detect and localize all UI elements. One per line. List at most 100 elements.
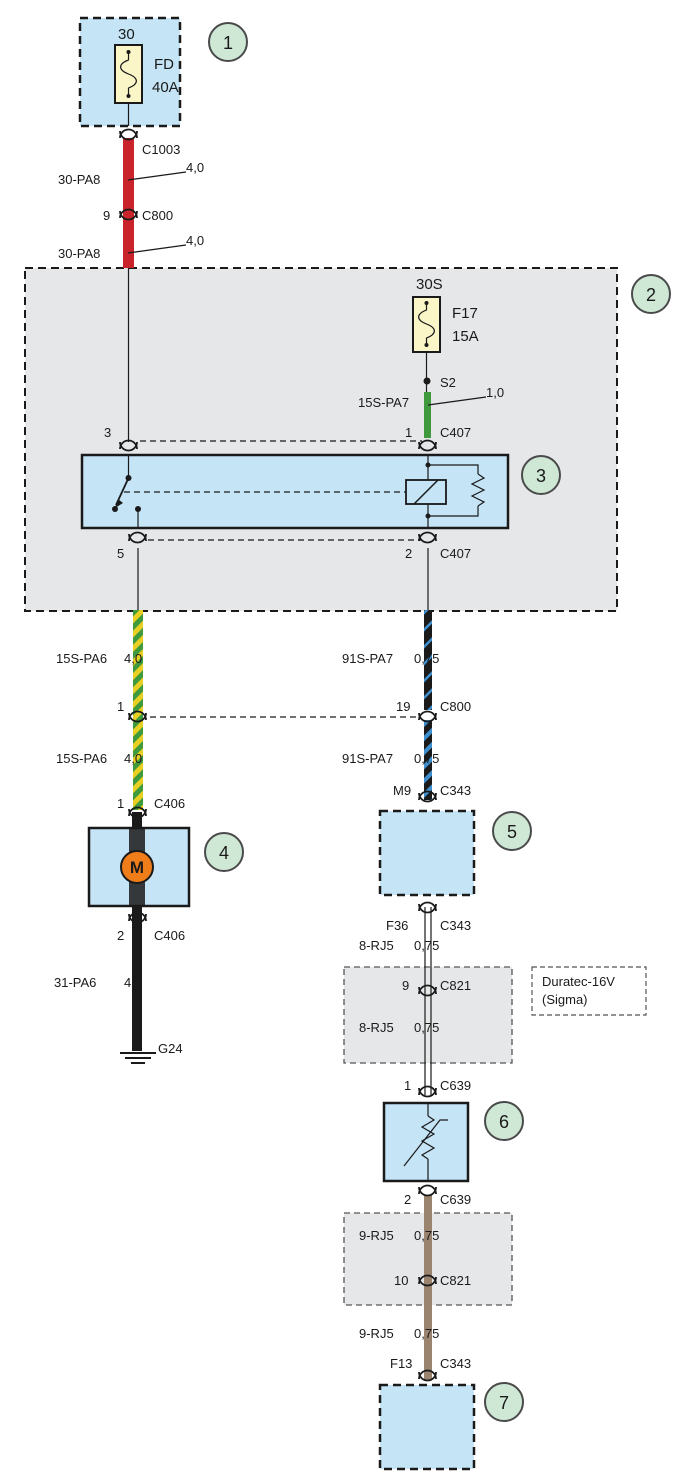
c639-bottom-pin: 2 <box>404 1192 411 1207</box>
c343-bottom-pin: F13 <box>390 1356 412 1371</box>
c800-top-pin: 9 <box>103 208 110 223</box>
c800-left-pin: 1 <box>117 699 124 714</box>
c639-top-pin: 1 <box>404 1078 411 1093</box>
svg-text:5: 5 <box>507 822 517 842</box>
svg-text:3: 3 <box>536 466 546 486</box>
wire-1-gauge: 4,0 <box>186 160 204 175</box>
wire-4-gauge: 4,0 <box>124 651 142 666</box>
c639-top-label: C639 <box>440 1078 471 1093</box>
wire-5-code: 15S-PA6 <box>56 751 107 766</box>
c1003-label: C1003 <box>142 142 180 157</box>
wire-red-feed <box>123 138 134 268</box>
sensor-box <box>382 1101 470 1183</box>
c1-terminal: 30 <box>118 26 135 43</box>
connector-symbols <box>119 128 437 1382</box>
wire-11-code: 9-RJ5 <box>359 1228 394 1243</box>
c343-mid-pin: F36 <box>386 918 408 933</box>
relay-resistor <box>470 473 486 507</box>
wire-7-gauge: 0,75 <box>414 651 439 666</box>
wire-12-gauge: 0,75 <box>414 1326 439 1341</box>
c406-top-label: C406 <box>154 796 185 811</box>
c406-bottom-pin: 2 <box>117 928 124 943</box>
c343-top-pin: M9 <box>393 783 411 798</box>
wire-green-15s <box>424 392 431 438</box>
variant-zone-top <box>343 966 513 1064</box>
badge-5: 5 <box>492 811 532 851</box>
splice-s2-dot <box>423 377 431 385</box>
c343-bottom-label: C343 <box>440 1356 471 1371</box>
c800-right-label: C800 <box>440 699 471 714</box>
svg-text:6: 6 <box>499 1112 509 1132</box>
component-5-box <box>378 809 476 897</box>
c800-top-label: C800 <box>142 208 173 223</box>
wire-5-gauge: 4,0 <box>124 751 142 766</box>
c1-fuse-rating: 40A <box>152 79 179 96</box>
svg-text:4: 4 <box>219 843 229 863</box>
variant-note-box <box>531 966 647 1016</box>
variant-note-line2: (Sigma) <box>542 992 588 1007</box>
c2-fuse-rating: 15A <box>452 328 479 345</box>
c407-pin-2: 2 <box>405 546 412 561</box>
component-7-box <box>378 1383 476 1471</box>
badge-3: 3 <box>521 455 561 495</box>
wire-3-gauge: 1,0 <box>486 385 504 400</box>
c406-top-pin: 1 <box>117 796 124 811</box>
c821-bottom-label: C821 <box>440 1273 471 1288</box>
c343-top-label: C343 <box>440 783 471 798</box>
c821-bottom-pin: 10 <box>394 1273 408 1288</box>
wire-2-code: 30-PA8 <box>58 246 100 261</box>
wire-12-code: 9-RJ5 <box>359 1326 394 1341</box>
ground-name: G24 <box>158 1041 183 1056</box>
wire-2-gauge: 4,0 <box>186 233 204 248</box>
badge-4: 4 <box>204 832 244 872</box>
wire-9-gauge: 0,75 <box>414 938 439 953</box>
svg-text:7: 7 <box>499 1393 509 1413</box>
wire-4-code: 15S-PA6 <box>56 651 107 666</box>
wire-6-gauge: 4,0 <box>124 975 142 990</box>
c1-fuse-name: FD <box>154 56 174 73</box>
wire-3-code: 15S-PA7 <box>358 395 409 410</box>
gauge-leaders <box>127 171 487 406</box>
wire-10-code: 8-RJ5 <box>359 1020 394 1035</box>
relay-pin-3: 3 <box>104 425 111 440</box>
splice-s2-label: S2 <box>440 375 456 390</box>
fuse-box-zone <box>24 267 618 612</box>
c407-bottom-label: C407 <box>440 546 471 561</box>
wire-8-gauge: 0,75 <box>414 751 439 766</box>
wire-11-gauge: 0,75 <box>414 1228 439 1243</box>
c2-terminal: 30S <box>416 276 443 293</box>
c343-mid-label: C343 <box>440 918 471 933</box>
c821-top-pin: 9 <box>402 978 409 993</box>
c821-top-label: C821 <box>440 978 471 993</box>
fuse-fd-element <box>120 52 137 96</box>
svg-text:2: 2 <box>646 285 656 305</box>
wire-9-code: 8-RJ5 <box>359 938 394 953</box>
c406-bottom-label: C406 <box>154 928 185 943</box>
svg-text:1: 1 <box>223 33 233 53</box>
wire-8-code: 91S-PA7 <box>342 751 393 766</box>
wire-6-code: 31-PA6 <box>54 975 96 990</box>
thermistor-arrow <box>403 1119 448 1167</box>
motor-symbol: M <box>130 858 144 877</box>
c2-fuse-name: F17 <box>452 305 478 322</box>
wire-brown <box>424 1195 432 1380</box>
relay-pin-5: 5 <box>117 546 124 561</box>
wire-7-code: 91S-PA7 <box>342 651 393 666</box>
wire-black-ground <box>132 918 142 1051</box>
thermistor-icon <box>420 1115 436 1160</box>
badge-6: 6 <box>484 1101 524 1141</box>
fuse-f17-element <box>418 303 435 345</box>
c407-pin-1: 1 <box>405 425 412 440</box>
wire-black-blue-lower <box>424 720 432 800</box>
c407-top-label: C407 <box>440 425 471 440</box>
motor-icon <box>120 850 154 884</box>
badge-7: 7 <box>484 1382 524 1422</box>
wire-black-blue-upper <box>424 610 432 710</box>
badge-1: 1 <box>208 22 248 62</box>
badge-2: 2 <box>631 274 671 314</box>
wire-green-yellow <box>133 610 143 810</box>
c800-right-pin: 19 <box>396 699 410 714</box>
c639-bottom-label: C639 <box>440 1192 471 1207</box>
wire-1-code: 30-PA8 <box>58 172 100 187</box>
